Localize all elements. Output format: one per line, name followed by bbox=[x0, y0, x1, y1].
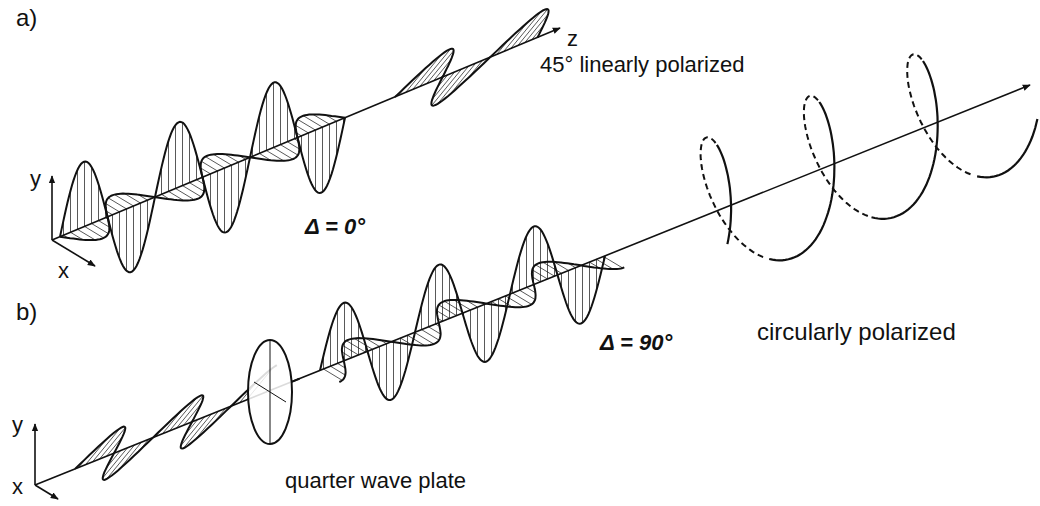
axis-label: x bbox=[12, 474, 23, 499]
label-holder: 45° linearly polarized bbox=[540, 52, 744, 77]
z-axis bbox=[35, 85, 1030, 485]
x-axis bbox=[35, 485, 58, 499]
x-wave bbox=[339, 262, 624, 382]
wave-hatching bbox=[79, 368, 274, 479]
label-holder: quarter wave plate bbox=[285, 468, 466, 493]
axis-label: y bbox=[12, 412, 23, 437]
helix-front bbox=[717, 61, 1038, 260]
y-wave bbox=[320, 226, 605, 400]
diagonal-wave bbox=[292, 379, 300, 382]
label-holder: x bbox=[58, 258, 69, 283]
label-holder: Δ = 0° bbox=[305, 214, 365, 239]
wave-hatching bbox=[324, 227, 604, 399]
axis-label: x bbox=[58, 258, 69, 283]
polarization-label: 45° linearly polarized bbox=[540, 52, 744, 77]
diagonal-wave bbox=[75, 365, 277, 480]
wave-hatching bbox=[324, 257, 623, 381]
panel-label: a) bbox=[16, 4, 37, 31]
y-wave bbox=[60, 82, 345, 272]
diagonal-wave bbox=[395, 9, 549, 106]
y-axis bbox=[34, 424, 36, 485]
quarter-wave-plate bbox=[248, 340, 292, 444]
label-holder: y bbox=[30, 166, 41, 191]
label-holder: b) bbox=[16, 298, 37, 326]
label-holder: x bbox=[12, 474, 23, 499]
x-wave bbox=[60, 114, 345, 240]
label-holder: Δ = 90° bbox=[600, 330, 672, 355]
wave-hatching bbox=[64, 83, 344, 271]
z-axis bbox=[52, 28, 560, 240]
label-holder: a) bbox=[16, 4, 37, 32]
label-holder: circularly polarized bbox=[757, 318, 956, 346]
phase-label: Δ = 0° bbox=[305, 214, 365, 239]
component-label: quarter wave plate bbox=[285, 468, 466, 493]
phase-label: Δ = 90° bbox=[600, 330, 672, 355]
axis-label: z bbox=[567, 26, 578, 51]
label-holder: z bbox=[567, 26, 578, 51]
plate-axis bbox=[254, 382, 286, 402]
polarization-label: circularly polarized bbox=[757, 318, 956, 345]
label-holder: y bbox=[12, 412, 23, 437]
axis-label: y bbox=[30, 166, 41, 191]
panel-label: b) bbox=[16, 298, 37, 325]
y-axis bbox=[51, 176, 53, 240]
